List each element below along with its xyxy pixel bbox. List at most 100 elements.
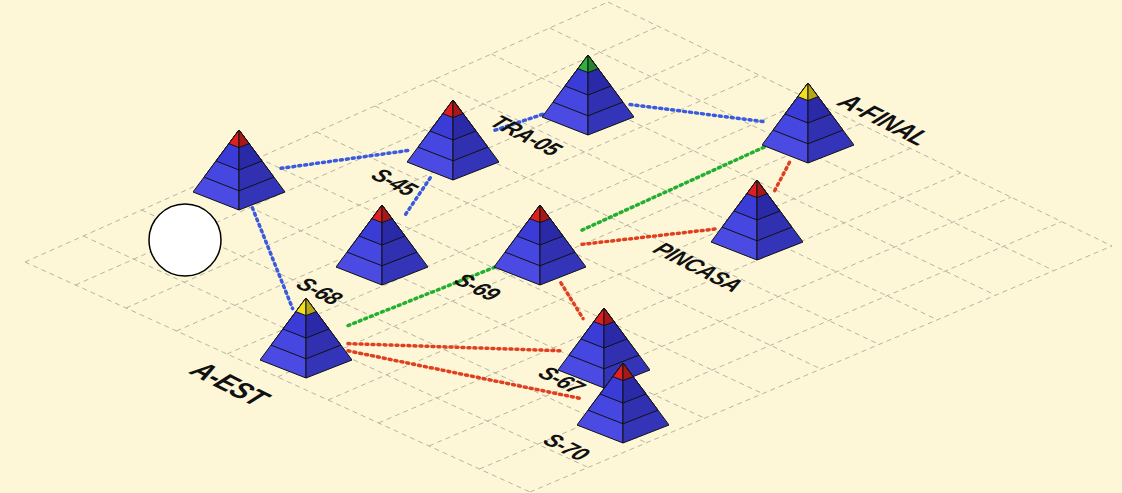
pyramid-face: [306, 298, 352, 378]
pyramid-symbol: [407, 98, 499, 182]
pyramid-face: [359, 205, 382, 245]
pyramid-node: TRA-05: [542, 53, 634, 137]
pyramid-face: [407, 100, 453, 180]
pyramid-face: [542, 55, 588, 135]
pyramid-face: [306, 298, 329, 338]
pyramid-face: [260, 298, 306, 378]
pyramid-node: PINCASA: [711, 178, 803, 262]
pyramid-node: A-FINAL: [762, 81, 854, 165]
pyramid-face: [336, 205, 382, 285]
pyramid-face: [581, 308, 604, 348]
pyramid-symbol: [711, 178, 803, 262]
pyramid-face: [569, 308, 604, 369]
pyramid-face: [762, 83, 808, 163]
pyramid-face: [530, 205, 540, 223]
pyramid-face: [808, 83, 843, 144]
pyramid-face: [296, 298, 306, 316]
grid-line: [317, 132, 822, 369]
pyramid-node: A-EST: [260, 296, 352, 380]
grid-line: [379, 173, 961, 423]
pyramid-face: [577, 363, 623, 443]
grid-line: [76, 26, 659, 285]
pyramid-face: [283, 298, 306, 338]
pyramid-face: [382, 205, 417, 266]
node-label: S-70: [537, 429, 594, 465]
pyramid-face: [808, 83, 818, 101]
pyramid-face: [757, 180, 792, 241]
pyramid-face: [588, 55, 598, 73]
white-circle: [149, 204, 221, 276]
pyramid-node: S-70: [577, 361, 669, 445]
grid-line: [530, 246, 1112, 492]
pyramid-face: [517, 205, 540, 245]
pyramid-symbol: [762, 81, 854, 165]
pyramid-face: [747, 180, 757, 198]
pyramid-face: [216, 130, 239, 170]
pyramid-face: [773, 83, 808, 144]
dotted-link: [775, 161, 791, 191]
pyramid-node: [193, 128, 285, 212]
dotted-link: [561, 283, 583, 319]
pyramid-face: [453, 100, 488, 161]
grid-line: [177, 75, 760, 331]
pyramid-symbol: [494, 203, 586, 287]
pyramid-face: [588, 363, 623, 424]
grid-line: [278, 124, 861, 377]
pyramid-symbol: [542, 53, 634, 137]
pyramid-face: [604, 308, 650, 388]
pyramid-face: [494, 205, 540, 285]
node-label: S-69: [448, 269, 505, 305]
grid-line: [433, 80, 937, 320]
pyramid-face: [453, 100, 499, 180]
pyramid-face: [453, 100, 463, 118]
dotted-link: [348, 344, 562, 351]
pyramid-face: [418, 100, 453, 161]
node-label: S-45: [365, 164, 422, 200]
pyramid-node: S-45: [407, 98, 499, 182]
pyramid-face: [453, 100, 476, 140]
grid-line: [608, 2, 1112, 246]
pyramid-face: [306, 298, 341, 359]
pyramid-face: [382, 205, 405, 245]
pyramid-face: [757, 180, 803, 260]
pyramid-face: [540, 205, 586, 285]
pyramid-face: [443, 100, 453, 118]
pyramid-face: [239, 130, 249, 148]
pyramid-node: S-68: [336, 203, 428, 287]
pyramid-face: [623, 363, 658, 424]
pyramid-symbol: [577, 361, 669, 445]
pyramid-face: [711, 180, 757, 260]
pyramid-face: [306, 298, 316, 316]
pyramid-face: [594, 308, 604, 326]
dotted-link: [281, 150, 411, 168]
pyramid-face: [229, 130, 239, 148]
pyramid-face: [204, 130, 239, 191]
pyramid-face: [239, 130, 262, 170]
pyramid-face: [722, 180, 757, 241]
pyramid-face: [757, 180, 780, 220]
pyramid-face: [623, 363, 646, 403]
pyramid-symbol: [193, 128, 285, 212]
grid-line: [550, 28, 1054, 271]
pyramid-face: [604, 308, 614, 326]
pyramid-face: [239, 130, 274, 191]
pyramid-face: [553, 55, 588, 116]
pyramid-face: [239, 130, 285, 210]
pyramid-face: [382, 205, 392, 223]
pyramid-face: [623, 363, 633, 381]
pyramid-face: [271, 298, 306, 359]
grid-line: [491, 54, 995, 295]
pyramid-symbol: [260, 296, 352, 380]
node-label: A-EST: [183, 356, 276, 412]
pyramid-face: [382, 205, 428, 285]
pyramid-face: [193, 130, 239, 210]
dotted-link: [630, 105, 766, 122]
pyramid-face: [578, 55, 588, 73]
pyramid-face: [623, 363, 669, 443]
pyramid-face: [808, 83, 831, 123]
dotted-link: [252, 208, 292, 309]
pyramid-face: [347, 205, 382, 266]
pyramid-face: [613, 363, 623, 381]
pyramid-node: S-69: [494, 203, 586, 287]
pyramid-symbol: [336, 203, 428, 287]
